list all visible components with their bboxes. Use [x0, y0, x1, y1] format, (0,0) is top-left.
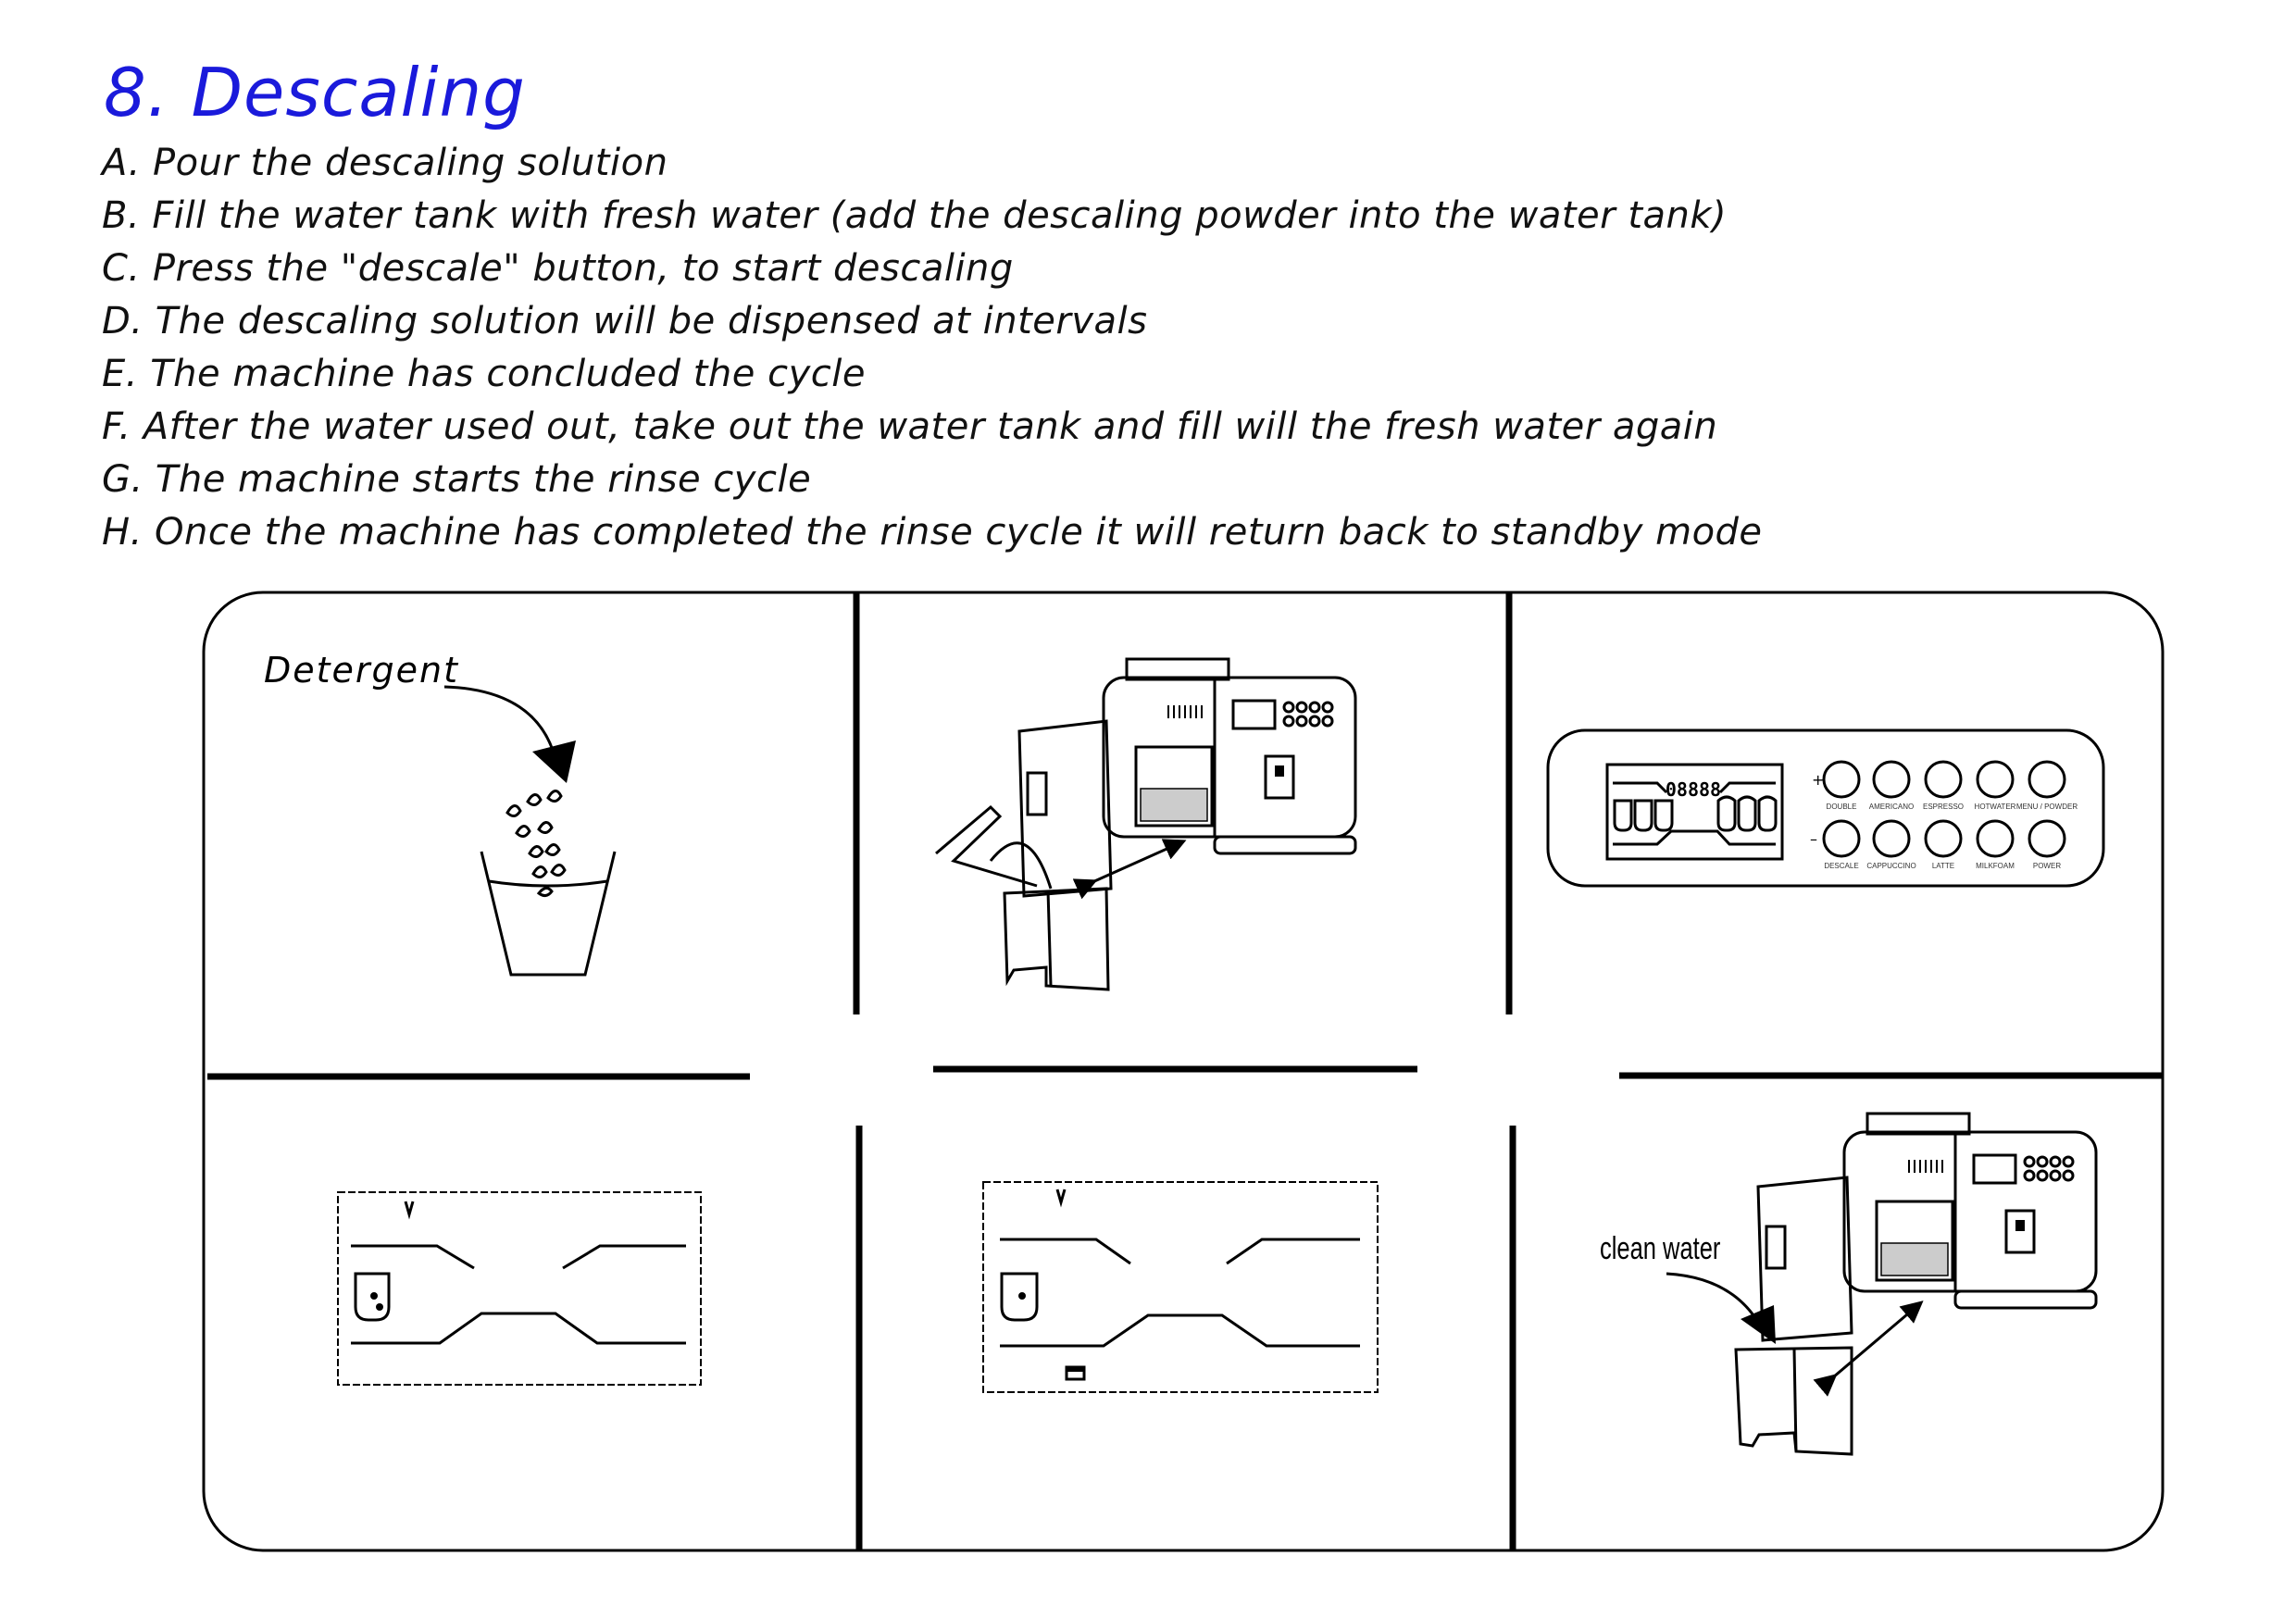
step-list: A. Pour the descaling solution B. Fill t… — [102, 137, 1763, 559]
americano-button[interactable] — [1872, 760, 1911, 799]
cup-icon — [480, 851, 617, 977]
step-h: H. Once the machine has completed the ri… — [102, 511, 1763, 554]
spout-icon — [404, 1201, 415, 1220]
button-label: ESPRESSO — [1923, 803, 1964, 811]
button-label: POWER — [2033, 862, 2061, 870]
plus-label: + — [1812, 771, 1824, 789]
cup-icon — [354, 1272, 391, 1322]
clean-water-label: clean water — [1600, 1232, 1720, 1266]
button-label: LATTE — [1932, 862, 1954, 870]
double-arrow-icon — [1813, 1301, 1924, 1397]
hotwater-button[interactable] — [1976, 760, 2015, 799]
power-button[interactable] — [2028, 819, 2066, 858]
side-door — [1017, 719, 1113, 898]
descale-button[interactable] — [1822, 819, 1861, 858]
button-label: AMERICANO — [1869, 803, 1914, 811]
cup-size-icons — [1613, 795, 1778, 832]
step-b: B. Fill the water tank with fresh water … — [102, 194, 1728, 237]
panel-refill-clean-water: clean water — [1600, 1112, 2098, 1456]
latte-button[interactable] — [1924, 819, 1963, 858]
button-label: DOUBLE — [1827, 803, 1857, 811]
detergent-label: Detergent — [264, 650, 459, 691]
step-d: D. The descaling solution will be dispen… — [102, 300, 1148, 342]
frame — [202, 591, 2165, 1552]
panel-fill-tank — [935, 657, 1357, 991]
step-e: E. The machine has concluded the cycle — [102, 353, 866, 395]
panel-pour-detergent: Detergent — [264, 650, 617, 977]
control-panel: 08888 + – DOUBLE AMERICANO ESPRESSO HOTW… — [1546, 728, 2105, 888]
curved-arrow-icon — [443, 685, 557, 760]
page-title: 8. Descaling — [104, 54, 526, 131]
display-digits: 08888 — [1666, 778, 1721, 801]
button-label: MENU / POWDER — [2016, 803, 2078, 811]
jug-icon — [935, 804, 1038, 888]
double-button[interactable] — [1822, 760, 1861, 799]
button-label: CAPPUCCINO — [1866, 862, 1915, 870]
lcd-display — [1605, 763, 1784, 861]
detergent-drops-icon — [505, 790, 567, 898]
minus-label: – — [1810, 830, 1817, 848]
step-a: A. Pour the descaling solution — [102, 142, 668, 184]
step-f: F. After the water used out, take out th… — [102, 405, 1718, 448]
step-c: C. Press the "descale" button, to start … — [102, 247, 1014, 290]
curved-arrow-icon — [1666, 1272, 1761, 1325]
milkfoam-button[interactable] — [1976, 819, 2015, 858]
espresso-button[interactable] — [1924, 760, 1963, 799]
double-arrow-icon — [1072, 839, 1187, 900]
button-label: MILKFOAM — [1976, 862, 2015, 870]
spout-icon — [1055, 1189, 1067, 1208]
button-label: DESCALE — [1824, 862, 1858, 870]
cup-icon — [1000, 1272, 1039, 1322]
cappuccino-button[interactable] — [1872, 819, 1911, 858]
step-g: G. The machine starts the rinse cycle — [102, 458, 812, 501]
button-label: HOTWATER — [1975, 803, 2016, 811]
panel-display-descaling — [337, 1191, 702, 1386]
menu-powder-button[interactable] — [2028, 760, 2066, 799]
water-tank-icon — [1003, 887, 1110, 991]
panel-display-concluded — [982, 1181, 1379, 1393]
